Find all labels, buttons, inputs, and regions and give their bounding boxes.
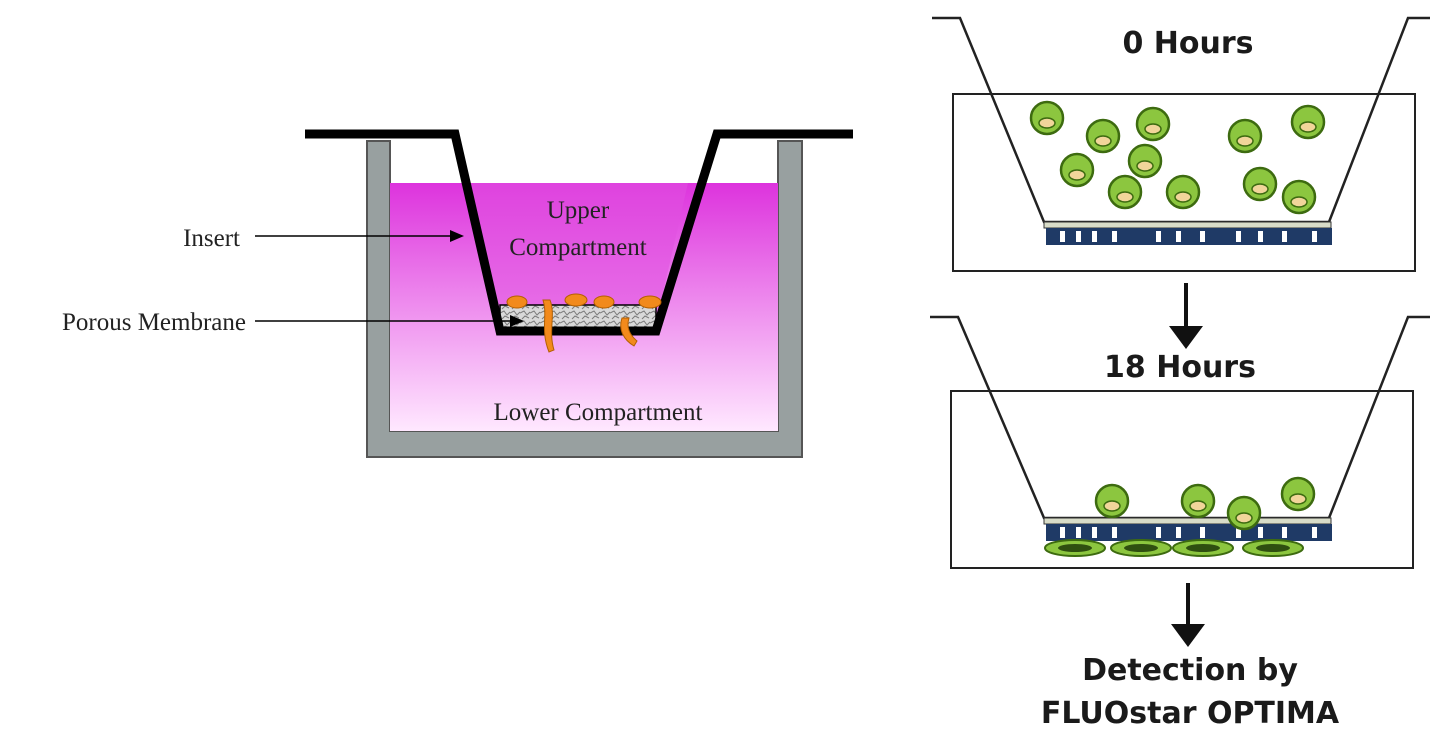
membrane-pore (1092, 231, 1097, 242)
cell (1290, 104, 1326, 140)
cell-nucleus (1136, 160, 1154, 172)
membrane-pointer-arrow (255, 315, 524, 327)
membrane-pore (1176, 231, 1181, 242)
membrane-pore (1312, 231, 1317, 242)
membrane-pore (1060, 231, 1065, 242)
insert-label: Insert (183, 225, 240, 252)
insert-outline (305, 129, 853, 336)
membrane-pore (1282, 231, 1287, 242)
porous-membrane-label: Porous Membrane (62, 309, 246, 336)
membrane-pore (1092, 527, 1097, 538)
insert-pointer-arrow (255, 230, 464, 242)
cell (506, 295, 528, 309)
cell-migrating (542, 299, 555, 353)
cells-18-hours (1094, 476, 1316, 531)
stage-label-0-hours: 0 Hours (1122, 26, 1253, 61)
membrane-pore (1112, 231, 1117, 242)
cell-nucleus (1251, 183, 1269, 195)
cell (1227, 118, 1263, 154)
cell-nucleus (1236, 135, 1254, 147)
cell (1135, 106, 1171, 142)
cell (1029, 100, 1065, 136)
cell (1180, 483, 1216, 519)
cell (1085, 118, 1121, 154)
cell (638, 295, 662, 309)
migrated-cell (1242, 539, 1304, 557)
migrating-cells (506, 293, 662, 353)
cell (1281, 179, 1317, 215)
detection-label-line2: FLUOstar OPTIMA (1041, 696, 1340, 731)
membrane-pore (1076, 231, 1081, 242)
membrane-pore (1200, 231, 1205, 242)
migrated-cell (1044, 539, 1106, 557)
membrane-pore (1282, 527, 1287, 538)
cell-nucleus (1299, 121, 1317, 133)
cells-0-hours (1029, 100, 1326, 215)
migrated-cells (1044, 539, 1304, 557)
right-assay-panel: 0 Hours 18 Hours Detection by FLUOstar O… (930, 16, 1430, 731)
membrane-top-layer (1043, 221, 1332, 229)
membrane-pore (1236, 527, 1241, 538)
membrane-strip (1046, 228, 1332, 245)
left-transwell-panel: Upper Compartment Lower Compartment Inse… (62, 129, 853, 458)
membrane-pore (1312, 527, 1317, 538)
cell-migrating (620, 317, 638, 347)
well-0-hours: 0 Hours (932, 16, 1430, 272)
cell-nucleus (1235, 512, 1253, 524)
membrane-top-layer (1043, 517, 1332, 525)
cell-nucleus (1094, 135, 1112, 147)
cell (564, 293, 588, 307)
stage-label-18-hours: 18 Hours (1104, 350, 1256, 385)
migrated-cell (1172, 539, 1234, 557)
arrow-down-1 (1169, 283, 1203, 349)
upper-compartment-label-line1: Upper (547, 197, 610, 224)
cell-nucleus (1289, 493, 1307, 505)
cell (1242, 166, 1278, 202)
membrane-pore (1156, 527, 1161, 538)
cell (1165, 174, 1201, 210)
migrated-cell (1110, 539, 1172, 557)
membrane-pore (1060, 527, 1065, 538)
membrane-pore (1258, 527, 1263, 538)
cell-nucleus (1290, 196, 1308, 208)
membrane-pore (1156, 231, 1161, 242)
membrane-strip (1046, 524, 1332, 541)
membrane-pore (1236, 231, 1241, 242)
membrane-pore (1176, 527, 1181, 538)
porous-membrane (1046, 524, 1332, 541)
cell (1107, 174, 1143, 210)
porous-membrane (1046, 228, 1332, 245)
well-18-hours: 18 Hours (930, 315, 1430, 569)
cell-nucleus (1189, 500, 1207, 512)
cell (593, 295, 615, 309)
cell (1280, 476, 1316, 512)
cell-nucleus (1116, 191, 1134, 203)
cell (1094, 483, 1130, 519)
cell-nucleus (1038, 117, 1056, 129)
upper-compartment-medium (470, 183, 688, 328)
membrane-pore (1258, 231, 1263, 242)
cell-nucleus (1068, 169, 1086, 181)
detection-label-line1: Detection by (1082, 653, 1298, 688)
cell (1226, 495, 1262, 531)
membrane-pore (1112, 527, 1117, 538)
cell-nucleus (1144, 123, 1162, 135)
membrane-pore (1076, 527, 1081, 538)
membrane-pore (1200, 527, 1205, 538)
upper-compartment-label-line2: Compartment (509, 234, 647, 261)
lower-compartment-label: Lower Compartment (494, 399, 703, 426)
cell (1127, 143, 1163, 179)
arrow-down-2 (1171, 583, 1205, 647)
cell (1059, 152, 1095, 188)
cell-nucleus (1103, 500, 1121, 512)
cell-nucleus (1174, 191, 1192, 203)
